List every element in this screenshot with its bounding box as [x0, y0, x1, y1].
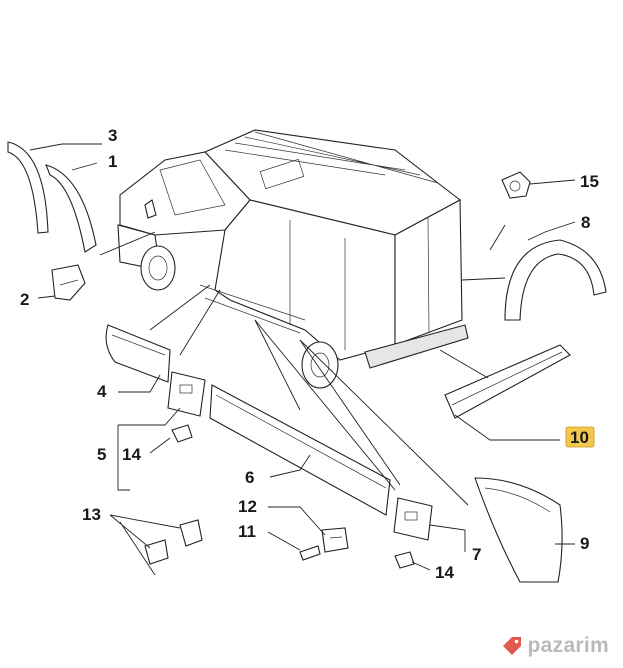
callout-1: 1	[108, 152, 117, 171]
part-5-plate	[167, 371, 206, 417]
part-12-bracket	[321, 527, 349, 553]
part-9-rear-corner	[474, 477, 563, 583]
callout-3: 3	[108, 126, 117, 145]
callout-11: 11	[238, 522, 256, 541]
part-7-plate	[393, 497, 433, 541]
part-8-rear-arch	[504, 239, 607, 321]
callout-10-highlight	[565, 426, 595, 448]
leader-lines	[29, 143, 576, 576]
watermark-text: pazarim	[527, 634, 609, 657]
callout-15: 15	[580, 172, 599, 191]
price-tag-icon	[502, 637, 521, 655]
callout-labels: 3 1 2 15 8 10 9 4 5 14 6 12 11 13 7 14	[20, 126, 599, 582]
van-illustration	[117, 129, 469, 389]
callout-13: 13	[82, 505, 101, 524]
part-6-side-moulding	[209, 384, 391, 516]
callout-14-left: 14	[122, 445, 141, 464]
part-11-screw	[299, 545, 321, 561]
part-4-front-moulding	[105, 324, 171, 383]
part-3-front-arch-outer	[7, 141, 49, 234]
callout-12: 12	[238, 497, 257, 516]
callout-4: 4	[97, 382, 107, 401]
part-14-clip-left	[171, 424, 193, 443]
part-15-clip	[501, 171, 531, 199]
callout-7: 7	[472, 545, 481, 564]
callout-2: 2	[20, 290, 29, 309]
callout-5: 5	[97, 445, 106, 464]
part-1-front-arch-inner	[45, 164, 97, 253]
part-14-clip-right	[394, 551, 415, 569]
callout-6: 6	[245, 468, 254, 487]
part-13-fasteners	[144, 519, 203, 565]
part-10-rear-strip	[444, 344, 571, 419]
part-2-bracket	[51, 264, 86, 301]
callout-9: 9	[580, 534, 589, 553]
watermark: pazarim	[502, 634, 609, 658]
callout-10: 10	[570, 428, 589, 447]
callout-8: 8	[581, 213, 590, 232]
callout-14-right: 14	[435, 563, 454, 582]
